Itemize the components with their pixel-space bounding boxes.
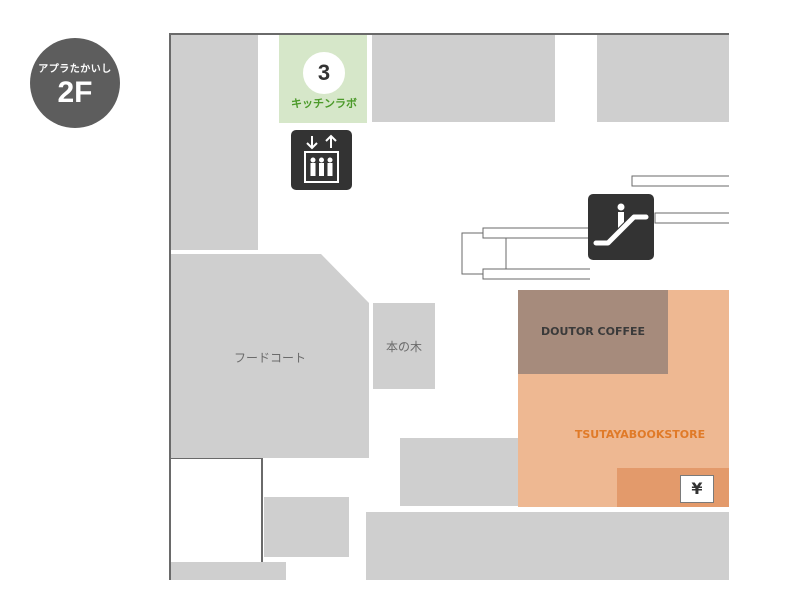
block-west-top: [171, 35, 258, 250]
kitchen-lab-number: 3: [301, 50, 347, 96]
elevator-icon[interactable]: [291, 130, 352, 190]
block-southwest-strip: [171, 562, 286, 580]
floor-sub-label: アプラたかいし: [38, 64, 112, 75]
block-top-right: [597, 35, 729, 122]
kitchen-lab-label: キッチンラボ: [291, 97, 357, 110]
escalator-icon[interactable]: [588, 194, 654, 260]
doutor-label: DOUTOR COFFEE: [540, 325, 646, 338]
honnoki-label: 本の木: [385, 340, 422, 354]
block-center-lower: [400, 438, 518, 506]
doutor-shop[interactable]: [518, 290, 668, 374]
yen-icon[interactable]: ¥: [680, 475, 714, 503]
block-southwest-small: [264, 497, 349, 557]
food-court-label: フードコート: [233, 351, 306, 365]
floor-label: 2F: [57, 76, 93, 109]
block-bottom-wide: [366, 512, 729, 580]
floor-badge: アプラたかいし 2F: [30, 38, 120, 128]
block-top-middle: [372, 35, 555, 122]
honnoki-shop[interactable]: [373, 303, 435, 389]
tsutaya-label: TSUTAYABOOKSTORE: [574, 428, 706, 441]
